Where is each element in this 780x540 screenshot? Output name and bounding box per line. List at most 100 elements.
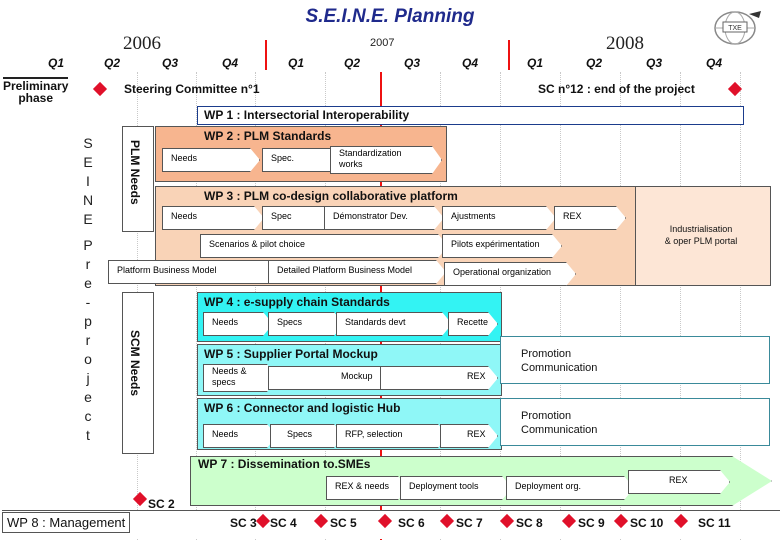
grid-line xyxy=(680,72,681,540)
wp6-label: WP 6 : Connector and logistic Hub xyxy=(204,401,401,415)
step-label: Needs & specs xyxy=(212,366,247,387)
wp3-needs-arrow: Needs xyxy=(162,206,264,230)
scm-needs-box xyxy=(122,292,154,454)
preliminary-phase-label: Preliminary phase xyxy=(3,77,69,105)
sc-label: SC 10 xyxy=(630,516,664,530)
step-label: Spec. xyxy=(271,153,295,163)
quarter-label: Q3 xyxy=(162,56,179,70)
step-label: Mockup xyxy=(341,371,373,381)
wp7-deployment-org-arrow: Deployment org. xyxy=(506,476,634,500)
step-label: Detailed Platform Business Model xyxy=(277,265,413,275)
wp2-label: WP 2 : PLM Standards xyxy=(204,129,332,143)
quarter-label: Q2 xyxy=(104,56,121,70)
year-divider-2007 xyxy=(508,40,510,70)
wp7-rex-arrow: REX xyxy=(628,470,730,494)
wp2-spec-arrow: Spec. xyxy=(262,148,340,172)
wp6-rex-arrow: REX xyxy=(440,424,498,448)
step-label: REX xyxy=(669,475,688,485)
plm-needs-label: PLM Needs xyxy=(128,140,142,205)
wp5-needs-arrow: Needs & specs xyxy=(203,364,277,392)
step-label: Standardization works xyxy=(339,148,402,169)
wp4-recette-arrow: Recette xyxy=(448,312,498,336)
scm-needs-label: SCM Needs xyxy=(128,330,142,397)
wp3-label: WP 3 : PLM co-design collaborative platf… xyxy=(204,189,458,203)
step-label: Operational organization xyxy=(453,267,552,277)
step-label: Specs xyxy=(287,429,313,439)
quarter-label: Q2 xyxy=(344,56,361,70)
grid-line xyxy=(196,72,197,540)
wp4-label: WP 4 : e-supply chain Standards xyxy=(204,295,390,309)
promo2-label: Promotion Communication xyxy=(521,410,598,436)
wp8-bar xyxy=(2,510,780,539)
wp4-needs-arrow: Needs xyxy=(203,312,273,336)
grid-line xyxy=(740,72,741,540)
detailed-bm-arrow: Detailed Platform Business Model xyxy=(268,260,446,284)
sc-label: SC 7 xyxy=(456,516,483,530)
promo1-label: Promotion Communication xyxy=(521,348,598,374)
quarter-label: Q2 xyxy=(586,56,603,70)
wp2-standardization-arrow: Standardization works xyxy=(330,146,442,174)
promo1-box: Promotion Communication xyxy=(500,336,770,384)
plm-needs-box xyxy=(122,126,154,232)
year-divider-2006 xyxy=(265,40,267,70)
quarter-label: Q4 xyxy=(462,56,479,70)
quarter-label: Q1 xyxy=(527,56,544,70)
sc-end-label: SC n°12 : end of the project xyxy=(538,82,695,96)
step-label: Démonstrator Dev. xyxy=(333,211,408,221)
industrialisation-label: Industrialisation & oper PLM portal xyxy=(664,224,738,246)
wp1-label: WP 1 : Intersectorial Interoperability xyxy=(204,108,410,122)
wp6-rfp-arrow: RFP, selection xyxy=(336,424,448,448)
svg-text:TXE: TXE xyxy=(728,25,742,32)
sc-label: SC 3 xyxy=(230,516,257,530)
wp5-mockup-arrow: Mockup xyxy=(268,366,390,390)
quarter-label: Q1 xyxy=(288,56,305,70)
seine-vertical-label: S E I N E xyxy=(82,135,94,227)
operational-arrow: Operational organization xyxy=(444,262,576,286)
wp4-standards-arrow: Standards devt xyxy=(336,312,452,336)
wp3-ajustments-arrow: Ajustments xyxy=(442,206,556,230)
wp5-label: WP 5 : Supplier Portal Mockup xyxy=(204,347,378,361)
wp7-rex-needs-arrow: REX & needs xyxy=(326,476,408,500)
platform-bm-arrow: Platform Business Model xyxy=(108,260,280,284)
step-label: REX xyxy=(467,371,486,381)
step-label: Specs xyxy=(277,317,303,327)
step-label: Platform Business Model xyxy=(117,265,217,275)
step-label: Spec xyxy=(271,211,292,221)
grid-line xyxy=(560,72,561,540)
sc-label: SC 4 xyxy=(270,516,297,530)
industrialisation-box: Industrialisation & oper PLM portal xyxy=(635,186,771,286)
preproject-vertical-label: P r e - p r o j e c t xyxy=(83,237,93,443)
sc-label: SC 8 xyxy=(516,516,543,530)
quarter-label: Q1 xyxy=(48,56,65,70)
step-label: Deployment org. xyxy=(515,481,582,491)
wp4-specs-arrow: Specs xyxy=(268,312,344,336)
year-2006: 2006 xyxy=(123,33,161,54)
wp8-label: WP 8 : Management xyxy=(2,512,131,533)
step-label: Needs xyxy=(212,429,239,439)
quarter-label: Q4 xyxy=(222,56,239,70)
scenarios-arrow: Scenarios & pilot choice xyxy=(200,234,448,258)
sc-label: SC 9 xyxy=(578,516,605,530)
grid-line xyxy=(620,72,621,540)
sc-label: SC 5 xyxy=(330,516,357,530)
milestone-diamond xyxy=(132,491,148,507)
step-label: REX xyxy=(467,429,486,439)
step-label: REX & needs xyxy=(335,481,390,491)
step-label: Standards devt xyxy=(345,317,406,327)
step-label: Needs xyxy=(171,153,198,163)
sc-label: SC 2 xyxy=(148,497,175,511)
quarter-label: Q3 xyxy=(646,56,663,70)
milestone-diamond xyxy=(92,81,108,97)
step-label: Needs xyxy=(212,317,239,327)
pilots-arrow: Pilots expérimentation xyxy=(442,234,562,258)
steering-committee-label: Steering Committee n°1 xyxy=(124,82,260,96)
step-label: Pilots expérimentation xyxy=(451,239,540,249)
wp6-specs-arrow: Specs xyxy=(270,424,344,448)
step-label: REX xyxy=(563,211,582,221)
step-label: Ajustments xyxy=(451,211,496,221)
step-label: Needs xyxy=(171,211,198,221)
wp3-spec-arrow: Spec xyxy=(262,206,334,230)
quarter-label: Q3 xyxy=(404,56,421,70)
step-label: Deployment tools xyxy=(409,481,479,491)
wp2-needs-arrow: Needs xyxy=(162,148,260,172)
